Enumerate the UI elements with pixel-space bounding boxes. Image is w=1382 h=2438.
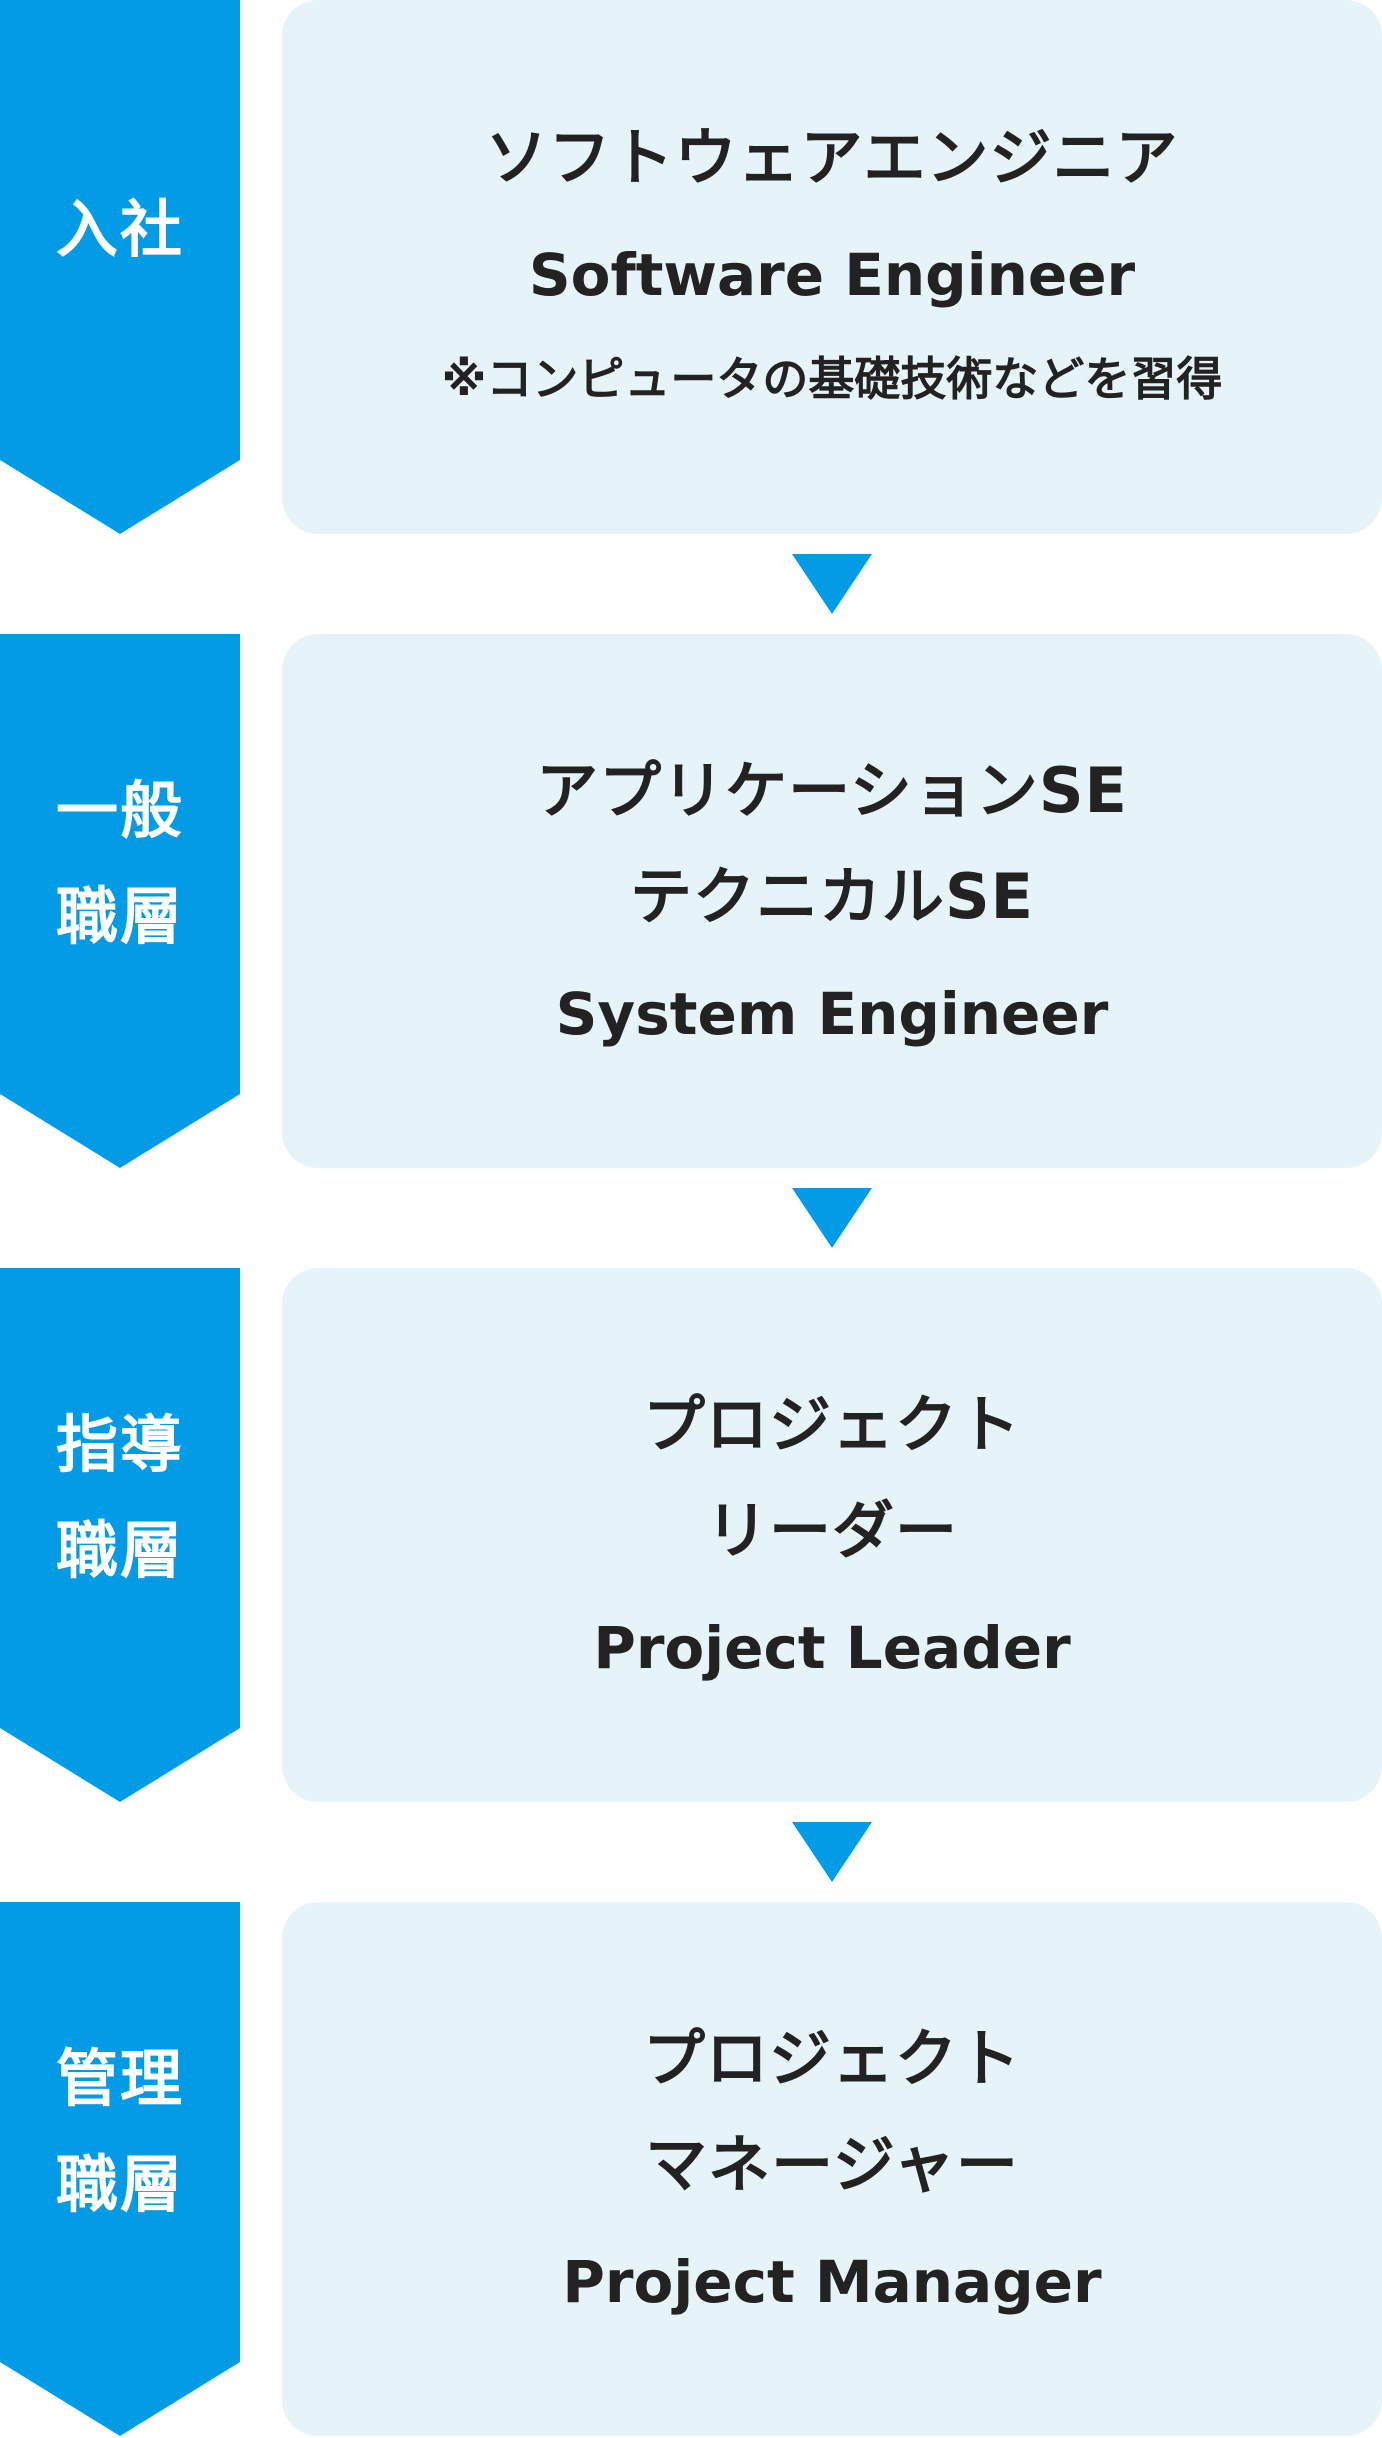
role-title: リーダー [705,1494,958,1567]
career-stage-general: 一般 職層 アプリケーションSE テクニカルSE System Engineer [0,634,1382,1168]
down-triangle-icon [792,1188,872,1248]
role-subtitle: Project Manager [562,2248,1102,2316]
level-label-line: 指導 [55,1408,184,1481]
level-label: 入社 [0,0,240,460]
role-title: プロジェクト [642,2022,1021,2095]
arrow-shape-icon [0,1268,240,1802]
role-card-software-engineer: ソフトウェアエンジニア Software Engineer ※コンピュータの基礎… [282,0,1382,534]
level-label-line: 管理 [55,2042,184,2115]
level-label-line: 職層 [55,1514,184,1587]
role-subtitle: System Engineer [555,980,1109,1048]
arrow-shape-icon [0,1902,240,2436]
role-card-project-manager: プロジェクト マネージャー Project Manager [282,1902,1382,2436]
level-label-line: 一般 [55,774,184,847]
level-label-line: 職層 [55,2148,184,2221]
arrow-shape-icon [0,0,240,534]
role-note: ※コンピュータの基礎技術などを習得 [441,352,1223,406]
role-title: ソフトウェアエンジニア [485,121,1179,194]
down-triangle-icon [792,554,872,614]
down-triangle-icon [792,1822,872,1882]
level-arrow-general: 一般 職層 [0,634,240,1168]
role-subtitle: Project Leader [593,1614,1071,1682]
role-title: マネージャー [645,2128,1019,2201]
level-arrow-leadership: 指導 職層 [0,1268,240,1802]
role-title: アプリケーションSE [536,754,1128,827]
role-card-project-leader: プロジェクト リーダー Project Leader [282,1268,1382,1802]
career-stage-management: 管理 職層 プロジェクト マネージャー Project Manager [0,1902,1382,2436]
level-arrow-management: 管理 職層 [0,1902,240,2436]
level-label-line: 入社 [55,193,184,266]
role-subtitle: Software Engineer [528,241,1136,309]
role-title: テクニカルSE [629,860,1034,933]
career-stage-leadership: 指導 職層 プロジェクト リーダー Project Leader [0,1268,1382,1802]
arrow-shape-icon [0,634,240,1168]
level-label: 指導 職層 [0,1268,240,1728]
career-stage-entry: 入社 ソフトウェアエンジニア Software Engineer ※コンピュータ… [0,0,1382,534]
level-label: 管理 職層 [0,1902,240,2362]
level-label: 一般 職層 [0,634,240,1094]
level-label-line: 職層 [55,880,184,953]
level-arrow-entry: 入社 [0,0,240,534]
role-title: プロジェクト [642,1388,1021,1461]
role-card-system-engineer: アプリケーションSE テクニカルSE System Engineer [282,634,1382,1168]
